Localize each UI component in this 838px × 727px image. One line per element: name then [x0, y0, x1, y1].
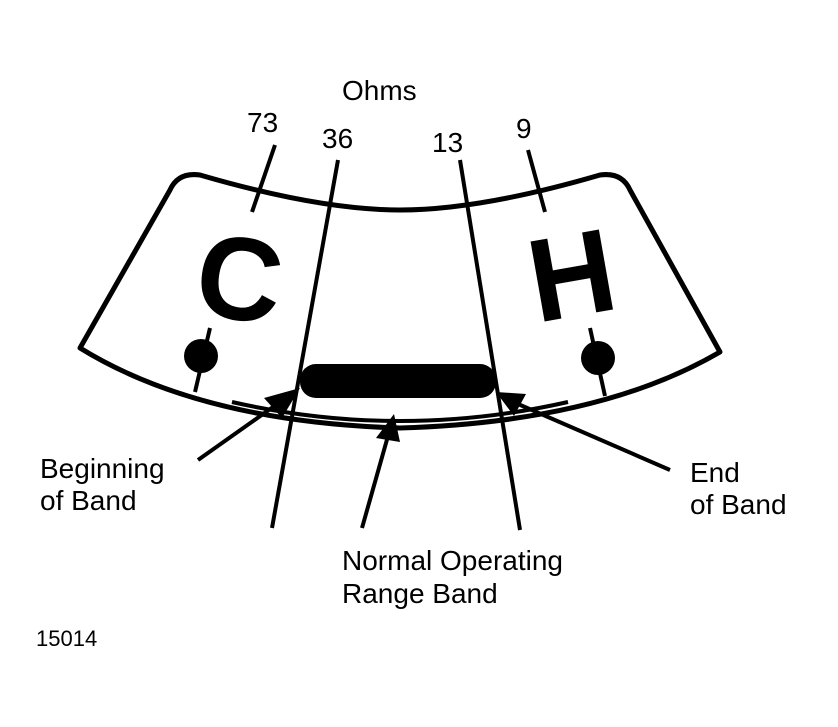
normal-label-line1: Normal Operating: [342, 545, 563, 576]
ohm-mark-73: 73: [247, 107, 278, 138]
beginning-label-line1: Beginning: [40, 453, 165, 484]
figure-number: 15014: [36, 626, 97, 651]
normal-band-arrow: [360, 414, 400, 529]
end-label-line1: End: [690, 457, 740, 488]
beginning-label-line2: of Band: [40, 485, 137, 516]
ohm-line-9: [526, 149, 547, 213]
ohm-mark-36: 36: [322, 123, 353, 154]
normal-operating-band: [300, 364, 496, 398]
end-arrow: [496, 392, 671, 472]
hot-letter: H: [518, 204, 625, 349]
cold-pin-dot: [184, 339, 218, 373]
cold-letter: C: [188, 208, 291, 351]
ohm-mark-13: 13: [432, 127, 463, 158]
ohm-line-13: [458, 159, 522, 531]
gauge-face-outline: [77, 172, 723, 431]
beginning-arrow: [196, 388, 300, 462]
ohms-unit-label: Ohms: [342, 75, 417, 106]
ohm-mark-9: 9: [516, 113, 532, 144]
hot-pin-dot: [581, 341, 615, 375]
ohm-line-73: [250, 144, 277, 213]
end-label-line2: of Band: [690, 489, 787, 520]
ohm-line-36: [270, 159, 340, 529]
normal-label-line2: Range Band: [342, 578, 498, 609]
